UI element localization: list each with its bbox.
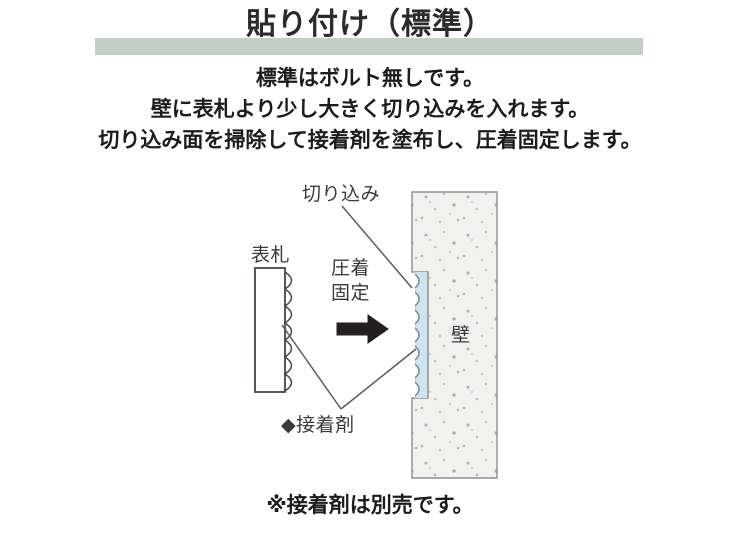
leader-line-adhesive-left xyxy=(281,324,342,410)
label-hyousatsu: 表札 xyxy=(251,245,291,266)
label-kirikomi: 切り込み xyxy=(302,184,381,205)
intro-line-2: 壁に表札より少し大きく切り込みを入れます。 xyxy=(150,98,590,121)
adhesive-in-notch xyxy=(415,272,429,398)
footnote: ※接着剤は別売です。 xyxy=(266,494,474,517)
label-setchakuzai: ◆接着剤 xyxy=(281,415,355,436)
label-kabe: 壁 xyxy=(451,325,471,346)
label-atsuchaku-kotei: 圧着 固定 xyxy=(331,256,370,306)
page-title: 貼り付け（標準） xyxy=(246,8,494,41)
intro-paragraph: 標準はボルト無しです。 壁に表札より少し大きく切り込みを入れます。 切り込み面を… xyxy=(0,63,740,156)
leader-line-adhesive-right xyxy=(340,348,417,410)
adhesive-beads-on-plate xyxy=(283,271,293,392)
leader-line-kirikomi xyxy=(341,205,413,289)
intro-line-3: 切り込み面を掃除して接着剤を塗布し、圧着固定します。 xyxy=(98,129,642,152)
nameplate-shape xyxy=(254,267,286,393)
right-arrow-icon xyxy=(336,314,389,344)
label-atsuchaku-line1: 圧着 xyxy=(331,258,371,279)
label-atsuchaku-line2: 固定 xyxy=(331,283,371,304)
intro-line-1: 標準はボルト無しです。 xyxy=(255,67,485,90)
title-underline-band xyxy=(95,38,643,55)
